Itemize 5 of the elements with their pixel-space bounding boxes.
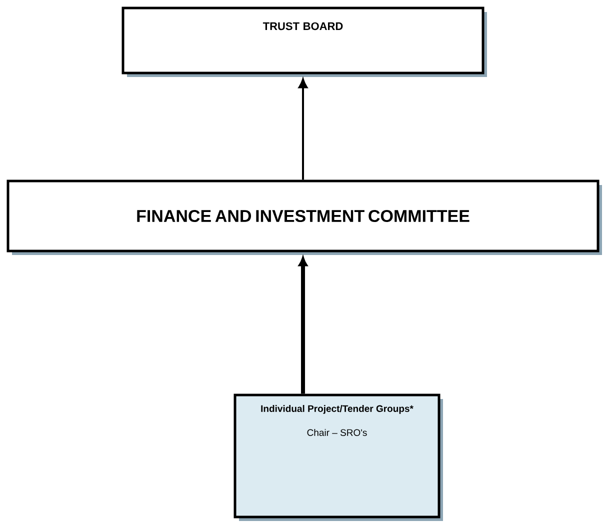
arrow <box>298 78 308 180</box>
arrow <box>298 257 308 394</box>
box: Individual Project/Tender Groups* Chair – SRO's <box>234 394 440 518</box>
box: FINANCE AND INVESTMENT COMMITTEE <box>6 180 600 252</box>
box: TRUST BOARD <box>122 6 484 74</box>
